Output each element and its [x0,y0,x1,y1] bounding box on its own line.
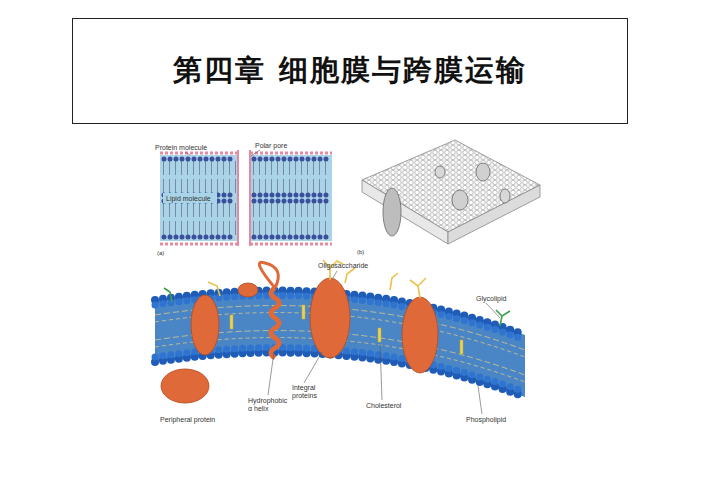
part-label: Protein molecule [155,144,207,152]
part-label: Cholesterol [366,402,401,410]
part-label: Hydrophobic α helix [248,397,292,413]
part-label: Polar pore [255,142,287,150]
bilayer-model-a [160,150,332,246]
part-label: Oligosaccharide [318,262,368,270]
leader-lines [268,271,500,414]
fluid-mosaic-model [155,260,525,403]
chapter-title: 第四章 细胞膜与跨膜运输 [173,51,526,91]
part-label: Glycolipid [476,295,506,303]
part-label: Phospholipid [466,416,506,424]
part-label: (a) [157,249,164,257]
part-label: (b) [357,248,364,256]
part-label: Peripheral protein [160,416,215,424]
part-label: Integral proteins [292,384,326,400]
fluid-mosaic-sketch-b [362,140,540,244]
title-box: 第四章 细胞膜与跨膜运输 [72,18,628,124]
part-label: Lipid molecule [166,195,211,203]
